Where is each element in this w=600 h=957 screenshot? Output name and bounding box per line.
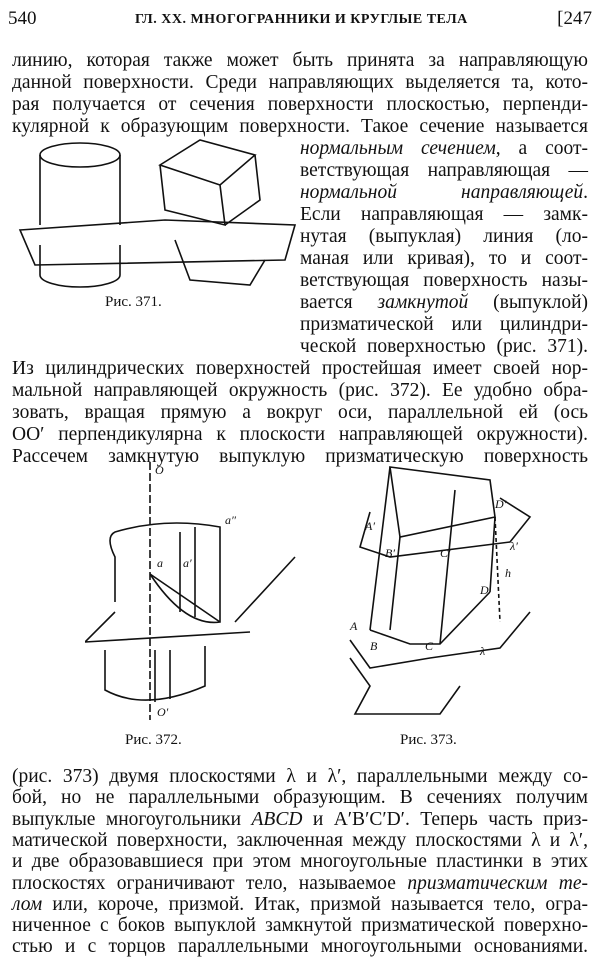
text-span: и две образовавшиеся при этом многоуголь… (12, 851, 588, 872)
label-C: C (425, 639, 434, 653)
figure-373: D′ A′ B′ C′ λ′ h A D B C λ (349, 466, 532, 715)
label-O-prime: O′ (157, 705, 169, 719)
running-title: ГЛ. XX. МНОГОГРАННИКИ И КРУГЛЫЕ ТЕЛА (135, 12, 468, 27)
section-number: [247 (557, 8, 592, 29)
label-A-prime: A′ (364, 519, 375, 533)
figure-371 (18, 139, 297, 288)
label-B-prime: B′ (385, 546, 395, 560)
text-line: маная или кривая), то и соот- (300, 248, 588, 269)
label-lambda-prime: λ′ (509, 539, 518, 553)
label-lambda: λ (479, 644, 485, 658)
text-line: плоскостях ограничивают тело, называемое… (12, 873, 588, 894)
text-span: призматическим те- (407, 873, 588, 894)
text-span: ческой поверхностью (рис. 371). (300, 336, 588, 357)
text-line: зовать, вращая прямую a вокруг оси, пара… (12, 402, 588, 423)
text-span: призматической или цилиндри- (300, 314, 588, 335)
label-D: D (479, 583, 489, 597)
label-h: h (505, 566, 511, 580)
text-line: нормальным сечением, а соот- (300, 138, 588, 159)
text-span: ниченное с боков выпуклой замкнутой приз… (12, 915, 588, 936)
text-line: Из цилиндрических поверхностей простейша… (12, 358, 588, 379)
text-line: выпуклые многоугольники ABCD и A′B′C′D′.… (12, 809, 588, 830)
text-span: выпуклые многоугольники (12, 809, 252, 830)
text-line: ческой поверхностью (рис. 371). (300, 336, 588, 357)
text-span: Если направляющая — замк- (300, 204, 588, 225)
text-span: плоскостях ограничивают тело, называемое (12, 873, 408, 894)
text-line: мальной направляющей окружность (рис. 37… (12, 380, 588, 401)
text-line: Рассечем замкнутую выпуклую призматическ… (12, 446, 588, 467)
text-span: ветствующая поверхность назы- (300, 270, 588, 291)
figure-372-caption: Рис. 372. (125, 732, 182, 748)
text-span: нутая (выпуклая) линия (ло- (300, 226, 588, 247)
text-span: ABCD (251, 809, 303, 830)
label-D-prime: D′ (494, 497, 507, 511)
figure-373-caption: Рис. 373. (400, 732, 457, 748)
text-line: рая получается от сечения поверхности пл… (12, 94, 588, 115)
text-line: бой, но не параллельными образующим. В с… (12, 787, 588, 808)
label-a-double-prime: a″ (225, 513, 237, 527)
label-A: A (349, 619, 358, 633)
text-span: нормальным сечением (300, 138, 496, 159)
text-span: маная или кривая), то и соот- (300, 248, 588, 269)
text-line: стью и с торцов параллельными многоуголь… (12, 936, 588, 957)
label-a: a (157, 556, 163, 570)
text-span: бой, но не параллельными образующим. В с… (12, 787, 588, 808)
text-span: , а соот- (495, 138, 588, 159)
text-span: и A′B′C′D′. Теперь часть приз- (302, 809, 588, 830)
text-span: . (583, 182, 588, 203)
page-number: 540 (8, 8, 37, 29)
text-line: ветствующая направляющая — (300, 160, 588, 181)
text-line: призматической или цилиндри- (300, 314, 588, 335)
text-line: лом или, короче, призмой. Итак, призмой … (12, 894, 588, 915)
text-line: вается замкнутой (выпуклой) (300, 292, 588, 313)
label-C-prime: C′ (440, 546, 451, 560)
text-line: ветствующая поверхность назы- (300, 270, 588, 291)
figure-371-caption: Рис. 371. (105, 294, 162, 310)
text-line: OO′ перпендикулярна к плоскости направля… (12, 424, 588, 445)
text-span: или, короче, призмой. Итак, призмой назы… (42, 894, 588, 915)
text-line: нормальной направляющей. (300, 182, 588, 203)
label-B: B (370, 639, 378, 653)
label-a-prime: a′ (183, 556, 192, 570)
text-line: и две образовавшиеся при этом многоуголь… (12, 851, 588, 872)
text-line: кулярной к образующим поверхности. Такое… (12, 116, 588, 137)
text-span: нормальной направляющей (300, 182, 584, 203)
text-line: линию, которая также может быть принята … (12, 50, 588, 71)
text-line: нутая (выпуклая) линия (ло- (300, 226, 588, 247)
text-span: матической поверхности, заключенная межд… (12, 830, 588, 851)
text-span: вается (300, 292, 378, 313)
figure-372: O a″ a a′ O′ (85, 462, 296, 720)
text-line: Если направляющая — замк- (300, 204, 588, 225)
text-line: (рис. 373) двумя плоскостями λ и λ′, пар… (12, 766, 588, 787)
text-span: лом (12, 894, 43, 915)
text-span: ветствующая направляющая — (300, 160, 588, 181)
text-span: стью и с торцов параллельными многоуголь… (12, 936, 588, 957)
label-O: O (155, 463, 164, 477)
text-span: (выпуклой) (468, 292, 588, 313)
text-span: (рис. 373) двумя плоскостями λ и λ′, пар… (12, 766, 588, 787)
text-line: данной поверхности. Среди направляющих в… (12, 72, 588, 93)
text-span: замкнутой (377, 292, 469, 313)
text-line: ниченное с боков выпуклой замкнутой приз… (12, 915, 588, 936)
text-line: матической поверхности, заключенная межд… (12, 830, 588, 851)
